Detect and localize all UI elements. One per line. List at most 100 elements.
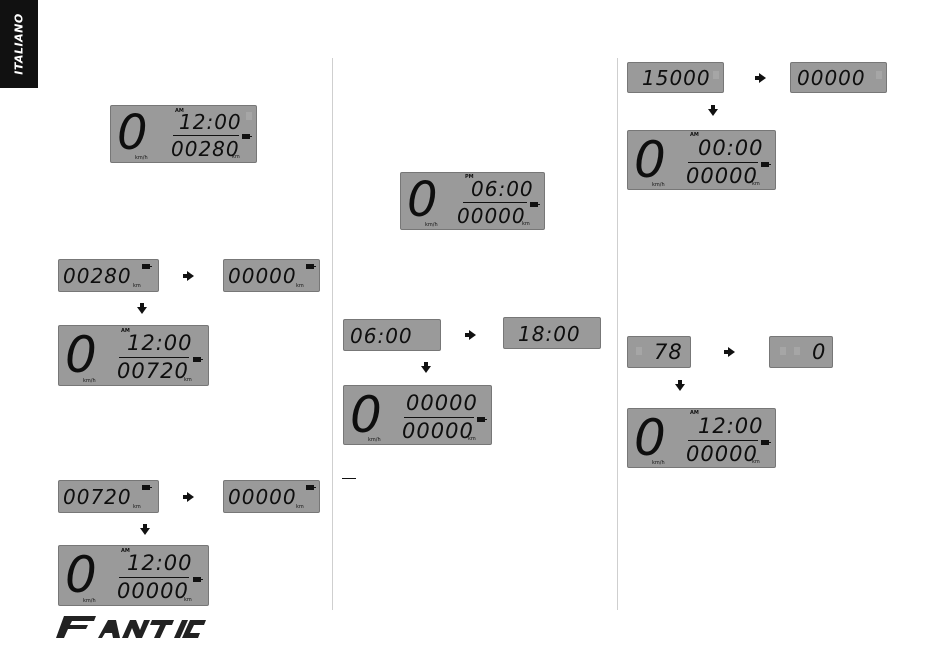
lcd-display: 0 km/h AM 12:00 00000 km: [627, 408, 776, 468]
distance-unit: km: [232, 155, 240, 160]
speed-readout: 0: [634, 135, 667, 185]
clock-readout: 12:00: [698, 416, 764, 437]
odometer-readout: 00000: [686, 166, 758, 187]
column-divider: [617, 58, 618, 610]
distance-unit: km: [296, 505, 304, 510]
segment-ghost: [794, 347, 800, 355]
speed-unit: km/h: [652, 461, 665, 466]
lcd-odometer-strip: 00000 km: [223, 259, 320, 292]
lcd-value-strip: 0: [769, 336, 833, 368]
battery-icon: [530, 202, 538, 207]
distance-unit: km: [184, 378, 192, 383]
fantic-logo-mark: [56, 616, 206, 638]
value-readout: 0: [812, 342, 826, 363]
segment-ghost: [876, 71, 882, 79]
separator-line: [173, 135, 239, 136]
odometer-readout: 00280: [63, 266, 132, 286]
value-readout: 78: [654, 342, 683, 363]
odometer-readout: 00000: [228, 266, 297, 286]
clock-readout: 12:00: [127, 333, 193, 354]
distance-unit: km: [522, 222, 530, 227]
battery-icon: [193, 577, 201, 582]
battery-icon: [761, 162, 769, 167]
battery-icon: [306, 485, 314, 490]
separator-line: [463, 202, 527, 203]
arrow-down-icon: [140, 528, 150, 535]
clock-readout: 12:00: [179, 112, 242, 132]
value-readout: 15000: [642, 68, 711, 88]
lcd-odometer-strip: 00720 km: [58, 480, 159, 513]
separator-line: [404, 417, 474, 418]
separator-line: [119, 577, 189, 578]
speed-unit: km/h: [135, 156, 148, 161]
lcd-display: 0 km/h PM 06:00 00000 km: [400, 172, 545, 230]
lcd-odometer-strip: 00000 km: [223, 480, 320, 513]
speed-readout: 0: [350, 390, 383, 440]
lcd-value-strip: 00000: [790, 62, 887, 93]
distance-unit: km: [133, 505, 141, 510]
segment-ghost: [713, 71, 719, 79]
lcd-clock-strip: 06:00: [343, 319, 441, 351]
language-tab: ITALIANO: [0, 0, 38, 88]
segment-ghost: [780, 347, 786, 355]
odometer-readout: 00280: [171, 139, 240, 159]
distance-unit: km: [296, 284, 304, 289]
battery-icon: [193, 357, 201, 362]
battery-icon: [142, 264, 150, 269]
lcd-display: 0 km/h AM 12:00 00720 km: [58, 325, 209, 386]
lcd-display: 0 km/h AM 12:00 00000 km: [58, 545, 209, 606]
distance-unit: km: [133, 284, 141, 289]
distance-unit: km: [184, 598, 192, 603]
lcd-odometer-strip: 00280 km: [58, 259, 159, 292]
speed-readout: 0: [117, 109, 149, 157]
clock-readout: 06:00: [471, 179, 534, 199]
odometer-readout: 00720: [63, 487, 132, 507]
column-divider: [332, 58, 333, 610]
speed-readout: 0: [65, 330, 98, 380]
speed-unit: km/h: [83, 379, 96, 384]
speed-unit: km/h: [652, 183, 665, 188]
arrow-right-icon: [728, 347, 735, 357]
lcd-value-strip: 78: [627, 336, 691, 368]
arrow-right-icon: [759, 73, 766, 83]
odometer-readout: 00000: [117, 581, 189, 602]
lcd-clock-strip: 18:00: [503, 317, 601, 349]
arrow-down-icon: [421, 366, 431, 373]
arrow-right-icon: [187, 271, 194, 281]
separator-line: [119, 357, 189, 358]
speed-readout: 0: [634, 413, 667, 463]
speed-unit: km/h: [368, 438, 381, 443]
distance-unit: km: [752, 182, 760, 187]
arrow-right-icon: [469, 330, 476, 340]
arrow-down-icon: [137, 307, 147, 314]
speed-unit: km/h: [425, 223, 438, 228]
odometer-readout: 00000: [402, 421, 474, 442]
battery-icon: [761, 440, 769, 445]
separator-line: [688, 162, 758, 163]
battery-icon: [242, 134, 250, 139]
lcd-display: 0 km/h AM 00:00 00000 km: [627, 130, 776, 190]
battery-icon: [142, 485, 150, 490]
top-readout: 00000: [406, 393, 478, 414]
segment-ghost: [246, 112, 252, 120]
lcd-display: 0 km/h AM 12:00 00280 km: [110, 105, 257, 163]
clock-readout: 00:00: [698, 138, 764, 159]
separator-line: [688, 440, 758, 441]
segment-ghost: [636, 347, 642, 355]
odometer-readout: 00000: [686, 444, 758, 465]
distance-unit: km: [468, 437, 476, 442]
arrow-right-icon: [187, 492, 194, 502]
arrow-down-icon: [708, 109, 718, 116]
fantic-logo: [56, 616, 206, 642]
odometer-readout: 00000: [228, 487, 297, 507]
value-readout: 00000: [797, 68, 866, 88]
clock-readout: 18:00: [518, 324, 581, 344]
battery-icon: [306, 264, 314, 269]
clock-readout: 06:00: [350, 326, 413, 346]
battery-icon: [477, 417, 485, 422]
clock-readout: 12:00: [127, 553, 193, 574]
footnote-dash: [342, 478, 356, 479]
speed-readout: 0: [65, 550, 98, 600]
lcd-value-strip: 15000: [627, 62, 724, 93]
arrow-down-icon: [675, 384, 685, 391]
